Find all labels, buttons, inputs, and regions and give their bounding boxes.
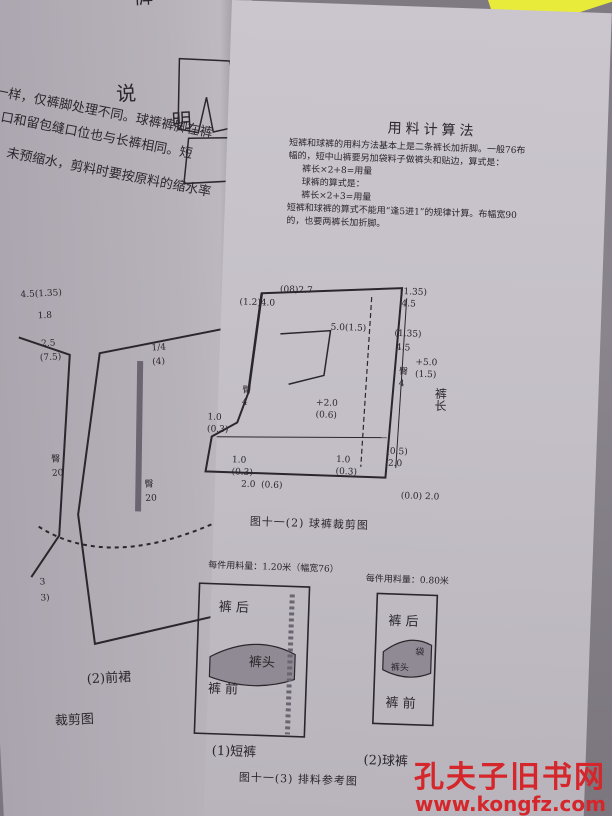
f1-length-label: 裤长 [432,387,448,412]
f1-dim-11: (0.6) [315,410,338,421]
f1-dim-5: 5.0(1.5) [330,322,367,334]
f2-right-label-2: 袋 [415,647,425,659]
f2-right-frame [372,592,439,727]
f2-right-layout [372,592,439,727]
f1-dim-2: (08)2.7 [279,284,313,296]
f2-right-label-1: 裤 后 [388,613,419,630]
left-pattern-shade [135,361,144,512]
figure1-caption: 图十一(2) 球裤裁剪图 [249,514,370,533]
figure1-hem-line [216,436,387,439]
figure1-fly-line [247,293,264,393]
left-bottom-caption: 裁剪图 [54,712,95,730]
figure1-outline [204,287,404,479]
right-paragraph: 短裤和球裤的用料方法基本上是二条裤长加折脚。一般76布 幅的，短中山裤要另加袋料… [286,137,526,236]
f1-dim-1: (1.2)4.0 [239,297,276,309]
f2-right-band [382,639,433,678]
f1-dim-7: 4.5 [395,342,411,354]
f1-dim-22: (0.0) 2.0 [400,491,440,503]
left-pattern-diagram [18,324,265,646]
f1-dim-6: (1.35) [394,328,422,340]
f2-left-label-2: 裤头 [248,654,276,671]
figure1-pattern [204,287,408,479]
f1-hip2-bottom: 4 [398,379,405,390]
f1-dim-18: 2.0 [240,479,256,491]
left-pattern-edge [18,336,71,578]
right-section-title: 用料计算法 [387,120,478,140]
f2-sub-left: (1)短裤 [211,743,257,761]
f2-left-label-1: 裤 后 [218,599,250,616]
left-page: 裤 说 明 一样，仅裤脚处理不同。球裤裤脚在裤 口和留包缝口位也与长裤相同。短 … [0,0,295,816]
f1-dim-9: (1.5) [414,369,437,381]
f2-left-layout [193,582,311,738]
left-header-char: 裤 [132,0,153,10]
watermark-brand: 孔夫子旧书网 [414,760,606,795]
f1-dim-4: 4.5 [401,299,416,310]
watermark: 孔夫子旧书网 www.kongfz.com [414,752,606,816]
f2-left-note: 每件用料量：1.20米（幅宽76） [208,560,339,576]
f1-dim-17: (0.3) [335,466,358,478]
left-pattern-outline [77,324,265,646]
figure2-caption: 图十一(3) 排料参考图 [238,770,359,788]
f2-left-label-3: 裤 前 [207,681,239,698]
f2-left-frame [193,582,311,738]
left-pattern-curve [38,515,229,549]
f2-right-label-4: 裤 前 [385,695,416,712]
f1-dim-21: 2.0 [387,458,403,470]
f2-left-band [208,643,296,687]
f1-hip-bottom: 4 [241,397,248,408]
watermark-url: www.kongfz.com [414,792,606,816]
figure1-side-dash [360,297,373,467]
right-page: 用料计算法 短裤和球裤的用料方法基本上是二条裤长加折脚。一般76布 幅的，短中山… [193,0,612,816]
f2-sub-right: (2)球裤 [363,753,409,770]
f2-left-selvage [284,594,295,735]
f1-dim-19: (0.6) [260,480,283,492]
figure1-pocket [280,329,332,385]
f1-dim-13: (0.3) [206,424,229,436]
f2-right-label-3: 裤头 [390,662,409,674]
left-title-a: 说 [115,80,137,106]
f2-right-note: 每件用料量：0.80米 [365,574,450,587]
figure1-length-line [395,298,408,469]
